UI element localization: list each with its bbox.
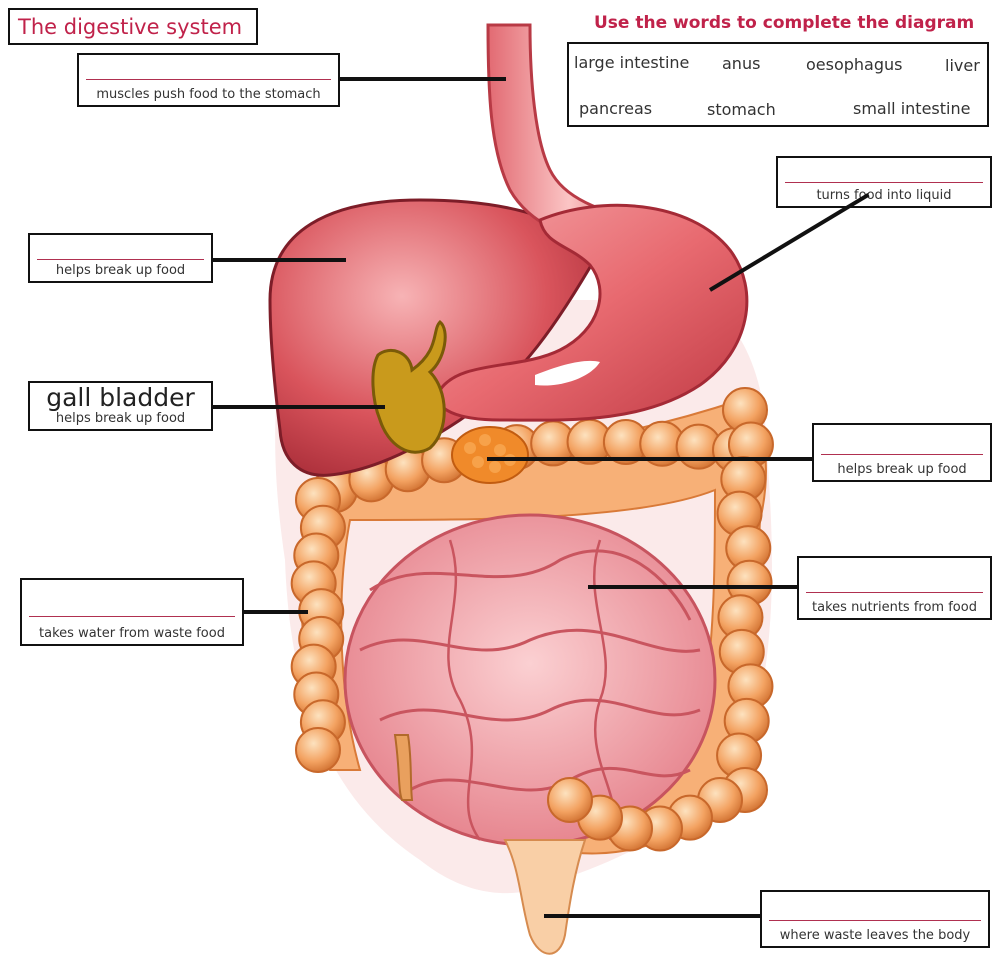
leader-line-anus xyxy=(544,914,760,918)
answer-line xyxy=(769,920,981,921)
label-hint: helps break up food xyxy=(837,462,967,477)
pancreas-art xyxy=(451,426,529,484)
label-stomach[interactable]: turns food into liquid xyxy=(776,156,992,208)
leader-line-large-intestine xyxy=(244,610,308,614)
word-bank-item[interactable]: oesophagus xyxy=(806,55,903,74)
worksheet-title: The digestive system xyxy=(18,15,243,39)
label-liver[interactable]: helps break up food xyxy=(28,233,213,283)
answer-line xyxy=(29,616,235,617)
leader-line-pancreas xyxy=(487,457,812,461)
word-bank-item[interactable]: large intestine xyxy=(574,53,690,72)
leader-line-oesophagus xyxy=(340,77,506,81)
small-intestine-art xyxy=(343,513,717,847)
answer-line xyxy=(821,454,983,455)
gall-bladder-art xyxy=(371,319,447,454)
leader-line-gall-bladder xyxy=(213,405,385,409)
word-bank-item[interactable]: pancreas xyxy=(579,99,653,118)
label-large-intestine[interactable]: takes water from waste food xyxy=(20,578,244,646)
leader-line-small-intestine xyxy=(588,585,797,589)
answer-line xyxy=(86,79,331,80)
worksheet-instruction: Use the words to complete the diagram xyxy=(594,13,975,33)
word-bank-item[interactable]: liver xyxy=(945,56,980,75)
answer-line xyxy=(806,592,983,593)
word-bank: large intestine anus oesophagus liver pa… xyxy=(567,42,989,127)
word-bank-item[interactable]: stomach xyxy=(707,100,776,119)
label-pancreas[interactable]: helps break up food xyxy=(812,423,992,482)
appendix-art xyxy=(393,734,414,801)
word-bank-item[interactable]: small intestine xyxy=(853,99,971,118)
label-hint: turns food into liquid xyxy=(816,188,952,203)
stomach-gap xyxy=(535,360,600,386)
colon-bead xyxy=(547,777,593,823)
worksheet-title-box: The digestive system xyxy=(8,8,258,45)
leader-line-liver xyxy=(213,258,346,262)
label-hint: where waste leaves the body xyxy=(779,928,971,943)
answer-line xyxy=(785,182,983,183)
label-hint: takes water from waste food xyxy=(39,626,225,641)
label-hint: helps break up food xyxy=(55,263,186,278)
label-gall-bladder[interactable]: gall bladder helps break up food xyxy=(28,381,213,431)
label-answer[interactable]: gall bladder xyxy=(46,383,195,412)
stomach-art xyxy=(436,203,749,422)
label-oesophagus[interactable]: muscles push food to the stomach xyxy=(77,53,340,107)
label-hint: takes nutrients from food xyxy=(812,600,977,615)
word-bank-item[interactable]: anus xyxy=(722,54,761,73)
label-small-intestine[interactable]: takes nutrients from food xyxy=(797,556,992,620)
label-hint: helps break up food xyxy=(55,411,186,426)
colon-bead xyxy=(295,727,341,773)
rectum-art xyxy=(503,839,587,955)
answer-line xyxy=(37,259,204,260)
label-anus[interactable]: where waste leaves the body xyxy=(760,890,990,948)
label-hint: muscles push food to the stomach xyxy=(96,87,321,102)
